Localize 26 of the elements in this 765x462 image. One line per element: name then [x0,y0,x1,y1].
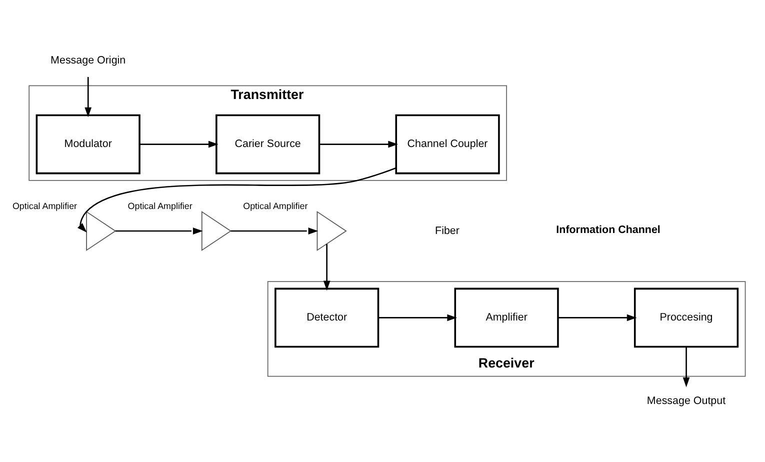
node-triangle [86,210,116,252]
node-label: Optical Amplifier [12,201,78,212]
arrow [378,314,458,322]
arrow [558,314,637,322]
arrow [84,76,92,118]
node-text: Message Output [646,395,726,408]
node-box: Detector [274,288,380,348]
arrow [319,140,398,148]
node-label: Optical Amplifier [128,201,192,212]
node-label: Optical Amplifier [243,201,308,212]
arrow [230,228,318,234]
node-box: Carier Source [216,114,320,174]
node-box: Modulator [36,114,140,174]
arrow [682,347,690,388]
node-box: Channel Coupler [395,114,500,174]
arrow [77,167,396,232]
node-box: Proccesing [634,288,739,348]
node-box: Amplifier [454,288,559,348]
label: Fiber [435,224,460,237]
label: Information Channel [556,224,660,236]
node-text: Message Origin [50,54,126,66]
node-triangle [201,210,232,252]
arrow [115,228,203,234]
node-triangle [316,210,347,252]
arrow [140,140,218,148]
arrow [323,244,330,291]
